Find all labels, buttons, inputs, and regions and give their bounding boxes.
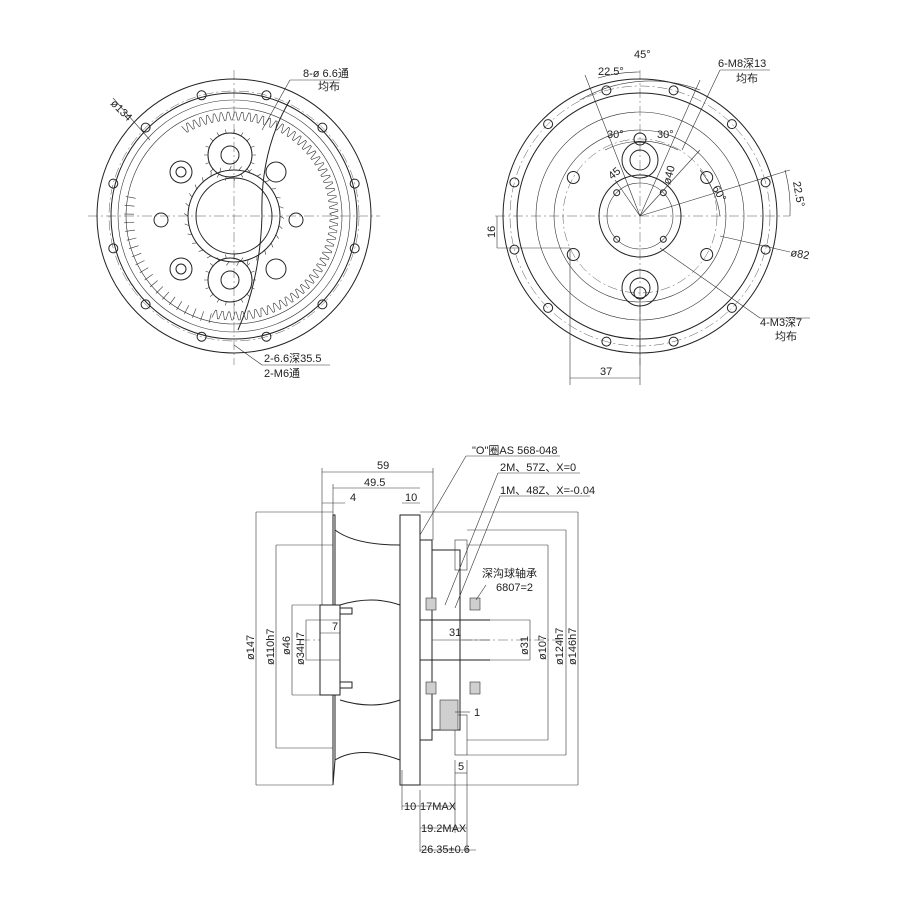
label-bearing-sub: 6807=2 (496, 582, 533, 594)
label-dim-49-5: 49.5 (364, 477, 385, 489)
label-dim-7: 7 (332, 621, 338, 633)
label-holes-8: 8-ø 6.6通 (303, 67, 349, 80)
label-gear-2m: 2M、57Z、X=0 (500, 462, 576, 474)
label-dia-134: ø134 (108, 98, 134, 124)
label-angle-22-5-top: 22.5° (598, 66, 624, 78)
label-bearing: 深沟球轴承 (482, 566, 537, 580)
label-angle-22-5-right: 22.5° (790, 180, 806, 208)
rear-view: 45° 22.5° 6-M8深13 均布 30° 30° 45 ø40 60° … (486, 49, 810, 385)
label-thread-m8: 6-M8深13 (718, 57, 766, 70)
label-dia-147: ø147 (245, 635, 257, 660)
label-dia-40: ø40 (661, 164, 678, 185)
planet-gears (204, 129, 256, 305)
label-angle-30-left: 30° (607, 129, 624, 141)
label-angle-45: 45° (634, 49, 651, 61)
label-dim-26-35: 26.35±0.6 (421, 844, 470, 856)
label-dim-5: 5 (458, 761, 464, 773)
label-dim-10-bottom: 10 (404, 801, 416, 813)
label-dia-82: ø82 (789, 247, 810, 262)
front-view: 8-ø 6.6通 均布 ø134 2-6.6深35.5 2-M6通 (88, 67, 380, 380)
label-dim-31-h: 31 (449, 627, 461, 639)
label-dia-124: ø124h7 (554, 628, 566, 665)
label-dim-19-2max: 19.2MAX (421, 823, 467, 835)
section-view: "O"圈AS 568-048 2M、57Z、X=0 1M、48Z、X=-0.04… (245, 444, 595, 856)
label-dim-37: 37 (600, 366, 612, 378)
label-dia-146: ø146h7 (567, 628, 579, 665)
label-dim-59: 59 (377, 460, 389, 472)
label-dim-10-top: 10 (405, 492, 417, 504)
label-angle-30-right: 30° (657, 129, 674, 141)
label-oring: "O"圈AS 568-048 (472, 444, 557, 457)
label-dim-16: 16 (486, 226, 498, 238)
label-gear-1m: 1M、48Z、X=-0.04 (500, 485, 595, 497)
label-dim-1: 1 (474, 707, 480, 719)
label-dim-4: 4 (350, 492, 356, 504)
label-dia-110: ø110h7 (265, 629, 277, 666)
label-thread-m3-sub: 均布 (775, 330, 797, 343)
label-angle-60: 60° (709, 184, 728, 204)
label-holes-8-sub: 均布 (318, 80, 340, 93)
label-thread-m3: 4-M3深7 (760, 316, 802, 329)
label-dia-46: ø46 (281, 636, 293, 655)
label-holes-2-sub: 2-M6通 (264, 367, 300, 380)
label-dia-31: ø31 (519, 636, 531, 655)
label-holes-2: 2-6.6深35.5 (264, 352, 321, 365)
ring-gear-teeth (124, 112, 338, 323)
label-dim-17max: 17MAX (420, 801, 457, 813)
label-dia-34: ø34H7 (295, 632, 307, 665)
label-thread-m8-sub: 均布 (736, 72, 758, 85)
label-dia-107: ø107 (537, 635, 549, 660)
